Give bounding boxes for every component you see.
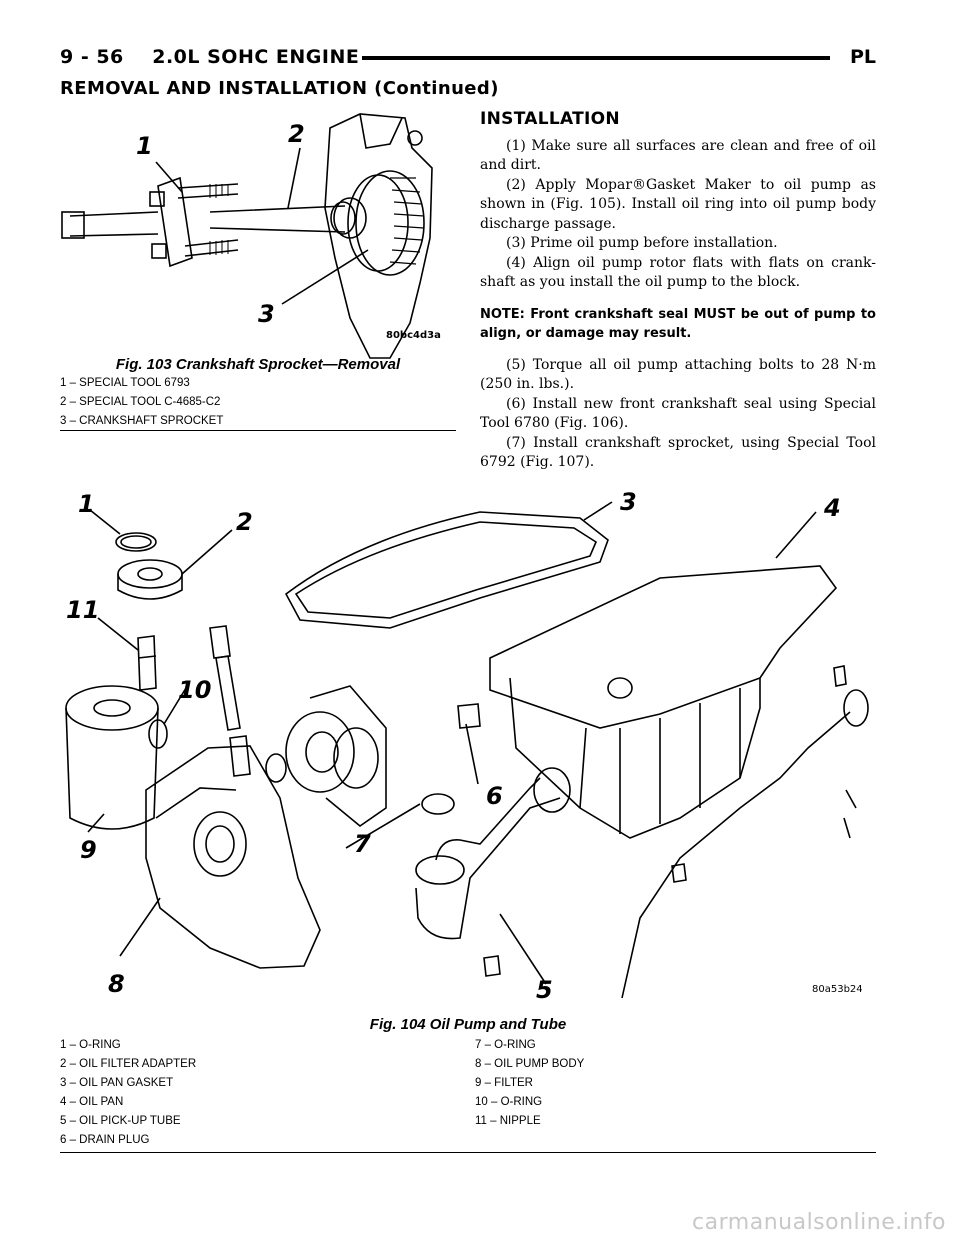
figure-103-illustration: 1 2 3 80bc4d3a — [60, 108, 456, 364]
callout-8: 8 — [108, 970, 125, 998]
figure-104-code: 80a53b24 — [812, 984, 863, 995]
legend-item: 6 – DRAIN PLUG — [60, 1134, 150, 1146]
figure-104-rule — [60, 1152, 876, 1153]
figure-103-rule — [60, 430, 456, 431]
figure-104-illustration: 1 2 3 4 5 6 7 8 9 10 11 80a53b24 — [60, 478, 876, 1016]
figure-104-legend-right: 7 – O-RING 8 – OIL PUMP BODY 9 – FILTER … — [475, 1036, 855, 1131]
legend-item: 3 – OIL PAN GASKET — [60, 1077, 174, 1089]
callout-1: 1 — [78, 490, 95, 518]
callout-1: 1 — [136, 132, 153, 160]
callout-9: 9 — [80, 836, 97, 864]
callout-4: 4 — [823, 494, 841, 522]
step-paragraph: (5) Torque all oil pump attaching bolts … — [480, 356, 876, 393]
vehicle-code: PL — [849, 46, 876, 68]
callout-2: 2 — [236, 508, 253, 536]
callout-5: 5 — [536, 976, 553, 1004]
legend-item: 3 – CRANKSHAFT SPROCKET — [60, 415, 224, 427]
legend-item: 5 – OIL PICK-UP TUBE — [60, 1115, 181, 1127]
oil-pump-and-tube-drawing: 1 2 3 4 5 6 7 8 9 10 11 80a53b24 — [65, 488, 869, 1004]
legend-item: 11 – NIPPLE — [475, 1115, 541, 1127]
page-number-title: 9 - 56 2.0L SOHC ENGINE — [60, 46, 360, 68]
header-rule — [362, 56, 830, 60]
figure-104-caption: Fig. 104 Oil Pump and Tube — [369, 1016, 567, 1033]
step-paragraph: (6) Install new front crankshaft seal us… — [480, 395, 876, 432]
legend-item: 2 – SPECIAL TOOL C-4685-C2 — [60, 396, 221, 408]
step-paragraph: (4) Align oil pump rotor flats with flat… — [480, 254, 876, 291]
callout-3: 3 — [620, 488, 637, 516]
callout-3: 3 — [258, 300, 275, 328]
figure-103-code: 80bc4d3a — [386, 330, 441, 341]
page-header: 9 - 56 2.0L SOHC ENGINE PL — [60, 46, 876, 70]
legend-item: 4 – OIL PAN — [60, 1096, 124, 1108]
callout-6: 6 — [486, 782, 503, 810]
figure-104-legend-left: 1 – O-RING 2 – OIL FILTER ADAPTER 3 – OI… — [60, 1036, 440, 1150]
step-paragraph: (7) Install crankshaft sprocket, using S… — [480, 434, 876, 471]
installation-heading: INSTALLATION — [480, 109, 620, 129]
note-paragraph: NOTE: Front crankshaft seal MUST be out … — [480, 306, 876, 342]
step-paragraph: (2) Apply Mopar®Gasket Maker to oil pump… — [480, 176, 876, 232]
callout-11: 11 — [66, 596, 99, 624]
legend-item: 10 – O-RING — [475, 1096, 543, 1108]
legend-item: 8 – OIL PUMP BODY — [475, 1058, 585, 1070]
installation-section: INSTALLATION (1) Make sure all surfaces … — [480, 109, 876, 473]
figure-103-caption: Fig. 103 Crankshaft Sprocket—Removal — [115, 356, 401, 373]
figure-103-legend: 1 – SPECIAL TOOL 6793 2 – SPECIAL TOOL C… — [60, 374, 456, 431]
section-title: REMOVAL AND INSTALLATION (Continued) — [60, 78, 499, 99]
step-paragraph: (1) Make sure all surfaces are clean and… — [480, 137, 876, 174]
callout-2: 2 — [288, 120, 305, 148]
step-paragraph: (3) Prime oil pump before installation. — [506, 235, 778, 251]
legend-item: 1 – SPECIAL TOOL 6793 — [60, 377, 190, 389]
legend-item: 1 – O-RING — [60, 1039, 121, 1051]
callout-7: 7 — [354, 830, 371, 858]
callout-10: 10 — [178, 676, 211, 704]
crankshaft-sprocket-drawing: 1 2 3 80bc4d3a — [61, 113, 441, 359]
legend-item: 7 – O-RING — [475, 1039, 536, 1051]
watermark: carmanualsonline.info — [692, 1210, 946, 1235]
legend-item: 2 – OIL FILTER ADAPTER — [60, 1058, 197, 1070]
legend-item: 9 – FILTER — [475, 1077, 533, 1089]
